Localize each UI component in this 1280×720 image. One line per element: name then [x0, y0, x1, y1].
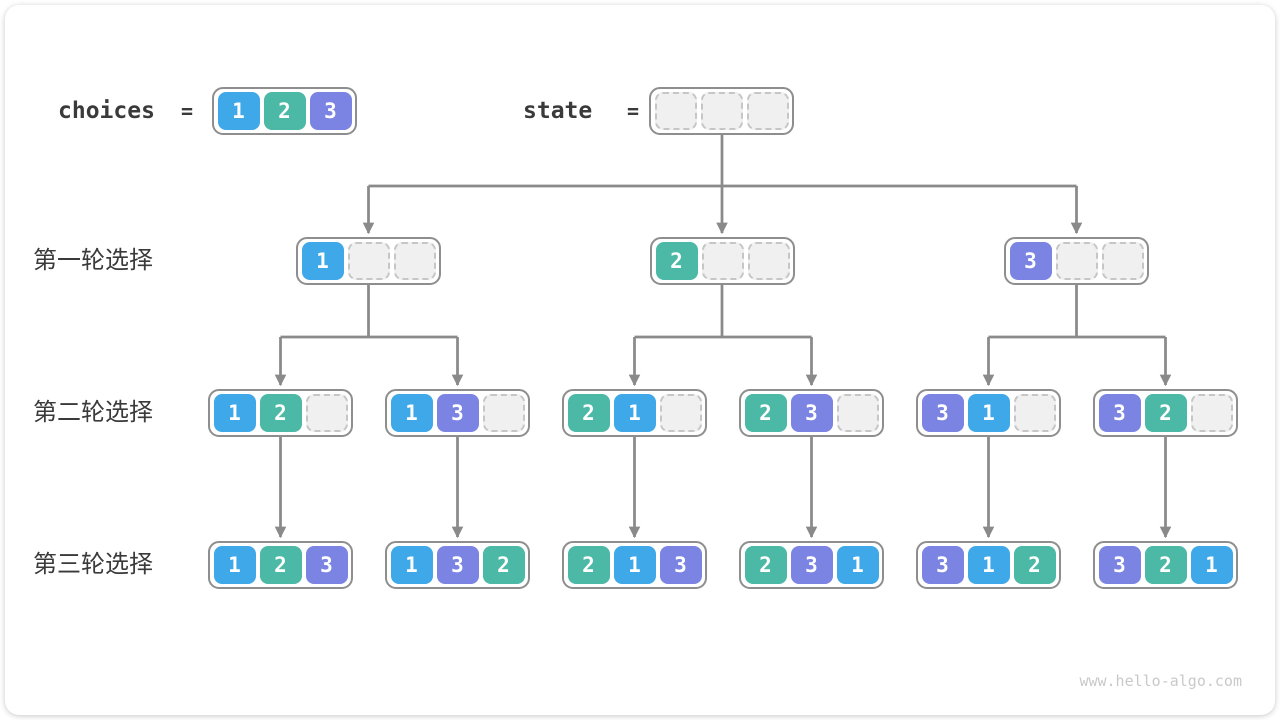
value-cell: 1 — [967, 394, 1010, 432]
value-cell: 1 — [613, 394, 656, 432]
empty-slot-cell — [347, 242, 390, 280]
value-cell: 1 — [967, 546, 1010, 584]
value-cell: 3 — [659, 546, 702, 584]
empty-slot-cell — [482, 394, 525, 432]
value-cell: 1 — [613, 546, 656, 584]
value-cell: 3 — [921, 394, 964, 432]
choices-equals-sign: = — [181, 99, 194, 123]
value-cell: 2 — [744, 546, 787, 584]
value-cell: 3 — [790, 394, 833, 432]
round2-branch-line-a — [280, 285, 458, 339]
state-label: state — [523, 98, 593, 124]
value-cell: 3 — [1098, 394, 1141, 432]
empty-slot-cell — [1101, 242, 1144, 280]
choices-label: choices — [58, 98, 155, 124]
value-cell: 2 — [655, 242, 698, 280]
value-cell: 3 — [790, 546, 833, 584]
value-cell: 2 — [567, 546, 610, 584]
value-cell: 3 — [921, 546, 964, 584]
value-cell: 1 — [1190, 546, 1233, 584]
empty-slot-cell — [393, 242, 436, 280]
round1-label: 第一轮选择 — [33, 247, 153, 274]
value-cell: 3 — [309, 92, 352, 130]
empty-slot-cell — [659, 394, 702, 432]
value-cell: 3 — [1009, 242, 1052, 280]
value-cell: 2 — [744, 394, 787, 432]
empty-slot-cell — [654, 92, 697, 130]
value-cell: 2 — [482, 546, 525, 584]
round1-node-3: 3 — [1004, 237, 1149, 285]
round2-branch-line-c — [988, 285, 1166, 339]
value-cell: 1 — [390, 394, 433, 432]
value-cell: 3 — [436, 546, 479, 584]
empty-slot-cell — [747, 242, 790, 280]
round1-node-1: 1 — [296, 237, 441, 285]
empty-slot-cell — [1190, 394, 1233, 432]
empty-slot-cell — [305, 394, 348, 432]
value-cell: 1 — [301, 242, 344, 280]
value-cell: 2 — [1144, 394, 1187, 432]
value-cell: 2 — [259, 394, 302, 432]
watermark-url: www.hello-algo.com — [1079, 672, 1242, 690]
empty-slot-cell — [1055, 242, 1098, 280]
round3-label: 第三轮选择 — [33, 551, 153, 578]
round2-branch-line-b — [634, 285, 812, 339]
value-cell: 2 — [1013, 546, 1056, 584]
empty-slot-cell — [700, 92, 743, 130]
state-equals-sign: = — [627, 99, 640, 123]
value-cell: 1 — [836, 546, 879, 584]
empty-slot-cell — [1013, 394, 1056, 432]
value-cell: 3 — [1098, 546, 1141, 584]
value-cell: 3 — [305, 546, 348, 584]
value-cell: 1 — [390, 546, 433, 584]
empty-slot-cell — [701, 242, 744, 280]
round1-node-2: 2 — [650, 237, 795, 285]
value-cell: 2 — [263, 92, 306, 130]
empty-slot-cell — [746, 92, 789, 130]
value-cell: 2 — [259, 546, 302, 584]
state-array-node — [649, 87, 794, 135]
value-cell: 1 — [217, 92, 260, 130]
empty-slot-cell — [836, 394, 879, 432]
value-cell: 2 — [567, 394, 610, 432]
round2-label: 第二轮选择 — [33, 399, 153, 426]
value-cell: 2 — [1144, 546, 1187, 584]
value-cell: 1 — [213, 394, 256, 432]
value-cell: 3 — [436, 394, 479, 432]
value-cell: 1 — [213, 546, 256, 584]
